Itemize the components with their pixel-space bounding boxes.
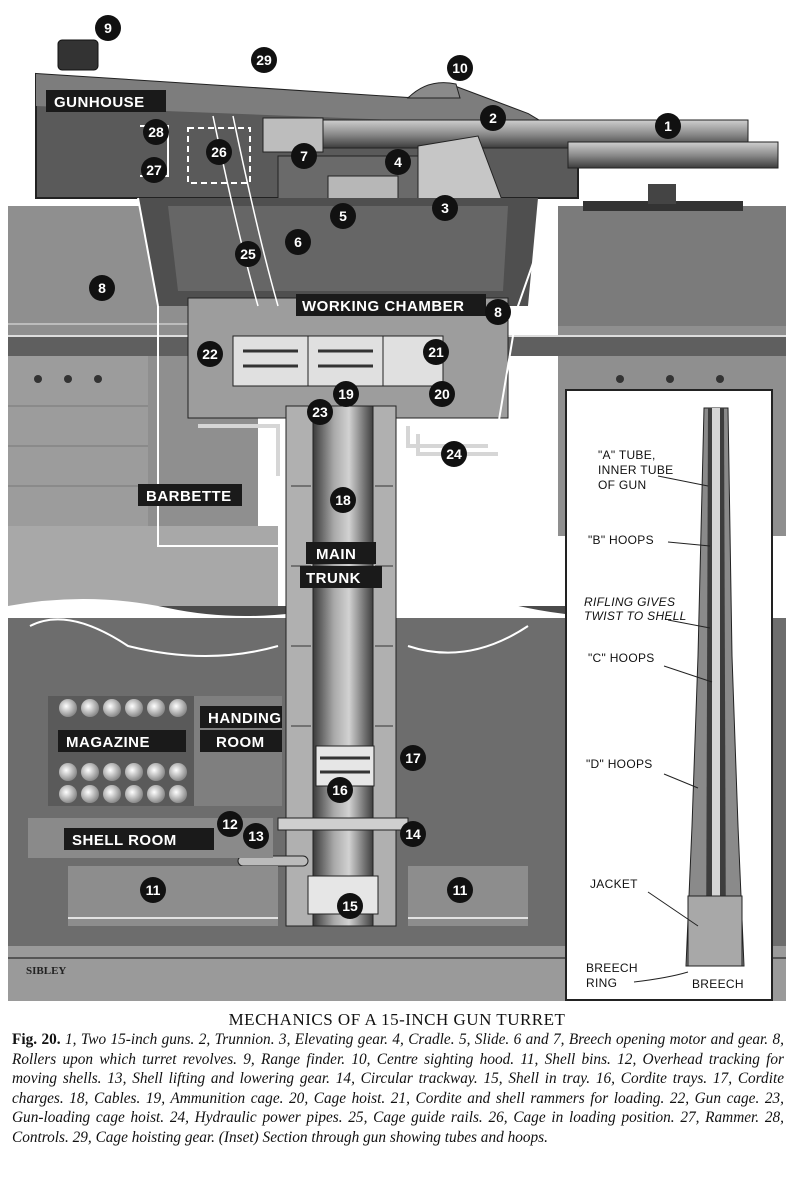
svg-text:12: 12 [222,816,238,832]
b-hoops-label: "B" HOOPS [588,533,654,547]
svg-text:9: 9 [104,20,112,36]
callout-18: 18 [330,487,356,513]
callout-21: 21 [423,339,449,365]
svg-text:11: 11 [453,882,468,898]
c-hoops-label: "C" HOOPS [588,651,655,665]
range-finder [57,39,99,71]
callout-8-left: 8 [89,275,115,301]
rifling-label-2: TWIST TO SHELL [584,609,687,623]
svg-text:8: 8 [98,280,106,296]
callout-13: 13 [243,823,269,849]
callout-7: 7 [291,143,317,169]
svg-text:23: 23 [312,404,328,420]
a-tube-label-2: INNER TUBE [598,463,673,477]
a-tube-label-3: OF GUN [598,478,646,492]
caption-title: MECHANICS OF A 15-INCH GUN TURRET [228,1010,566,1029]
a-tube-label-1: "A" TUBE, [598,448,656,462]
callout-11-left: 11 [140,877,166,903]
svg-text:24: 24 [446,446,462,462]
svg-text:15: 15 [342,898,358,914]
breech-ring-label-1: BREECH [586,961,638,975]
svg-text:11: 11 [146,882,161,898]
svg-text:17: 17 [405,750,421,766]
callout-6: 6 [285,229,311,255]
svg-text:22: 22 [202,346,218,362]
svg-text:6: 6 [294,234,302,250]
figure-number: Fig. 20. [12,1031,61,1048]
area-labels: GUNHOUSE WORKING CHAMBER BARBETTE MAIN T… [46,90,486,850]
trunk-label: TRUNK [306,570,361,587]
svg-text:16: 16 [332,782,348,798]
callout-2: 2 [480,105,506,131]
barbette-label: BARBETTE [146,488,232,505]
magazine-label: MAGAZINE [66,734,150,751]
breech-ring-label-2: RING [586,976,617,990]
caption-body: Fig. 20. 1, Two 15-inch guns. 2, Trunnio… [12,1030,784,1147]
callout-29: 29 [251,47,277,73]
turret-diagram: "A" TUBE, INNER TUBE OF GUN "B" HOOPS RI… [8,6,786,1006]
svg-text:1: 1 [664,118,672,134]
svg-text:20: 20 [434,386,450,402]
svg-text:3: 3 [441,200,449,216]
gunhouse-label: GUNHOUSE [54,94,145,111]
callout-17: 17 [400,745,426,771]
artist-signature: SIBLEY [26,965,66,977]
callout-3: 3 [432,195,458,221]
caption-text: 1, Two 15-inch guns. 2, Trunnion. 3, Ele… [12,1031,785,1146]
svg-text:25: 25 [240,246,256,262]
svg-text:10: 10 [452,60,468,76]
callout-12: 12 [217,811,243,837]
callout-8-right: 8 [485,299,511,325]
callout-20: 20 [429,381,455,407]
callout-4: 4 [385,149,411,175]
svg-text:19: 19 [338,386,354,402]
svg-text:27: 27 [146,162,162,178]
breech-label: BREECH [692,977,744,991]
shell-room-label: SHELL ROOM [72,832,177,849]
svg-text:2: 2 [489,110,497,126]
main-label: MAIN [316,546,356,563]
handing-label: HANDING [208,710,282,727]
sighting-hood [406,82,461,99]
callout-15: 15 [337,893,363,919]
callout-26: 26 [206,139,232,165]
callout-10: 10 [447,55,473,81]
rifling-label-1: RIFLING GIVES [584,595,675,609]
magazine-charges [59,699,187,803]
svg-text:7: 7 [300,148,308,164]
callout-5: 5 [330,203,356,229]
inset-gun-section: "A" TUBE, INNER TUBE OF GUN "B" HOOPS RI… [565,389,773,1001]
callout-28: 28 [143,119,169,145]
number-callouts: 1 2 3 4 5 6 7 8 8 9 10 11 11 12 13 14 15… [89,15,681,919]
d-hoops-label: "D" HOOPS [586,757,653,771]
callout-22: 22 [197,341,223,367]
svg-text:29: 29 [256,52,272,68]
callout-24: 24 [441,441,467,467]
svg-text:18: 18 [335,492,351,508]
svg-text:26: 26 [211,144,227,160]
callout-27: 27 [141,157,167,183]
callout-9: 9 [95,15,121,41]
svg-text:5: 5 [339,208,347,224]
svg-text:4: 4 [394,154,402,170]
svg-text:14: 14 [405,826,421,842]
callout-1: 1 [655,113,681,139]
callout-23: 23 [307,399,333,425]
svg-text:21: 21 [428,344,444,360]
gunhouse [35,39,779,268]
callout-14: 14 [400,821,426,847]
working-chamber-label: WORKING CHAMBER [302,298,465,315]
jacket-label: JACKET [590,877,638,891]
svg-text:28: 28 [148,124,164,140]
callout-19: 19 [333,381,359,407]
callout-16: 16 [327,777,353,803]
svg-text:8: 8 [494,304,502,320]
room-label: ROOM [216,734,265,751]
svg-text:13: 13 [248,828,264,844]
callout-25: 25 [235,241,261,267]
callout-11-right: 11 [447,877,473,903]
